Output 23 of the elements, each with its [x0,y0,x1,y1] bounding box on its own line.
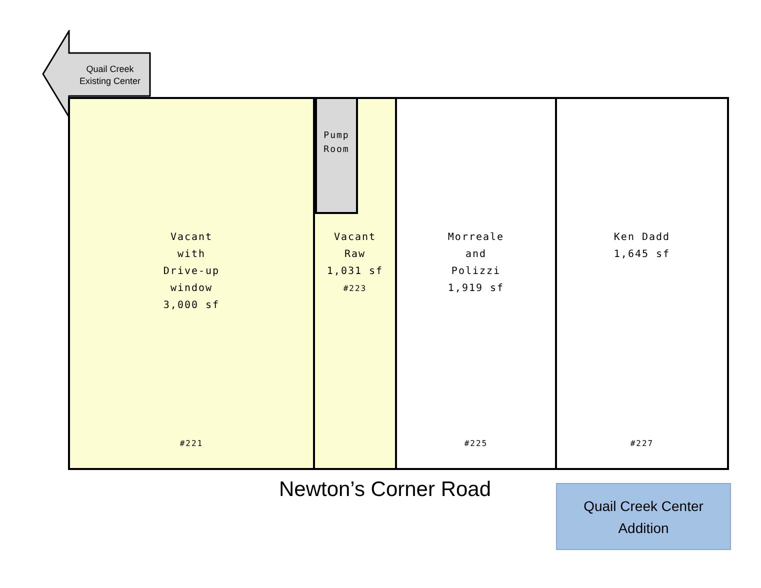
area-label: 1,031 sf [326,265,384,279]
unit-number: #223 [342,283,368,295]
unit-space [395,97,557,470]
tenant-label: Morreale and Polizzi [446,231,506,279]
area-label: 3,000 sf [162,299,221,313]
area-label: 1,919 sf [446,282,506,296]
unit-number: #221 [178,438,204,450]
box-label: Quail Creek Center Addition [582,496,704,538]
unit-number: #225 [463,438,489,450]
label-box [556,483,731,550]
tenant-label: Vacant with Drive-up window [162,231,221,296]
unit-space [555,97,729,470]
room-label: Pump Room [322,130,350,157]
road-label: Newton’s Corner Road [278,478,492,502]
tenant-label: Ken Dadd [612,231,672,245]
direction-arrow [42,30,152,118]
unit-space [313,97,397,470]
area-label: 1,645 sf [612,248,672,262]
arrow-label: Quail Creek Existing Center [78,63,142,87]
tenant-label: Vacant Raw [332,231,378,262]
unit-number: #227 [629,438,655,450]
unit-space [68,97,315,470]
room [315,97,358,214]
